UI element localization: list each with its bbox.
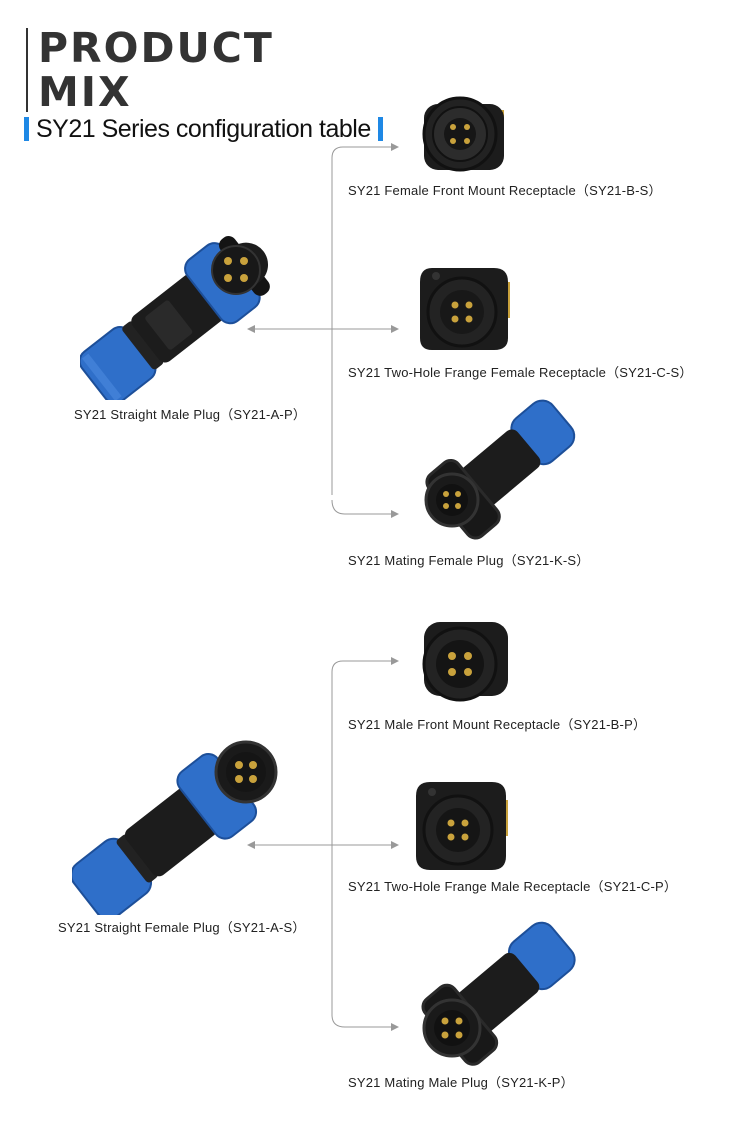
page-title-line-2: MIX <box>38 68 132 116</box>
subtitle: SY21 Series configuration table <box>36 114 371 143</box>
page-title: PRODUCT MIX <box>38 26 274 114</box>
target-label-2-3: SY21 Mating Male Plug（SY21-K-P） <box>348 1075 574 1090</box>
page-title-line-1: PRODUCT <box>38 24 274 72</box>
line-g1-t3 <box>331 499 399 518</box>
source-label-1: SY21 Straight Male Plug（SY21-A-P） <box>74 407 307 422</box>
two-hole-flange-female-receptacle-image <box>420 268 510 350</box>
male-front-mount-receptacle-image <box>422 622 508 702</box>
mating-male-plug-image <box>421 921 576 1066</box>
target-label-2-2: SY21 Two-Hole Frange Male Receptacle（SY2… <box>348 879 678 894</box>
target-label-1-3: SY21 Mating Female Plug（SY21-K-S） <box>348 553 590 568</box>
line-g2-t1 <box>331 657 399 1015</box>
straight-female-plug-image <box>72 740 278 915</box>
two-hole-flange-male-receptacle-image <box>416 782 508 870</box>
subtitle-block: SY21 Series configuration table <box>24 114 383 144</box>
source-label-2: SY21 Straight Female Plug（SY21-A-S） <box>58 920 306 935</box>
header-rule <box>26 28 28 112</box>
target-label-2-1: SY21 Male Front Mount Receptacle（SY21-B-… <box>348 717 647 732</box>
target-label-1-2: SY21 Two-Hole Frange Female Receptacle（S… <box>348 365 693 380</box>
mating-female-plug-image <box>424 399 576 540</box>
subtitle-bar-right <box>377 117 383 141</box>
target-label-1-1: SY21 Female Front Mount Receptacle（SY21-… <box>348 183 662 198</box>
line-g2-t3 <box>331 1014 399 1031</box>
line-g1-t1 <box>331 143 399 495</box>
straight-male-plug-image <box>80 236 270 400</box>
subtitle-bar-left <box>24 117 29 141</box>
female-front-mount-receptacle-image <box>422 96 504 172</box>
